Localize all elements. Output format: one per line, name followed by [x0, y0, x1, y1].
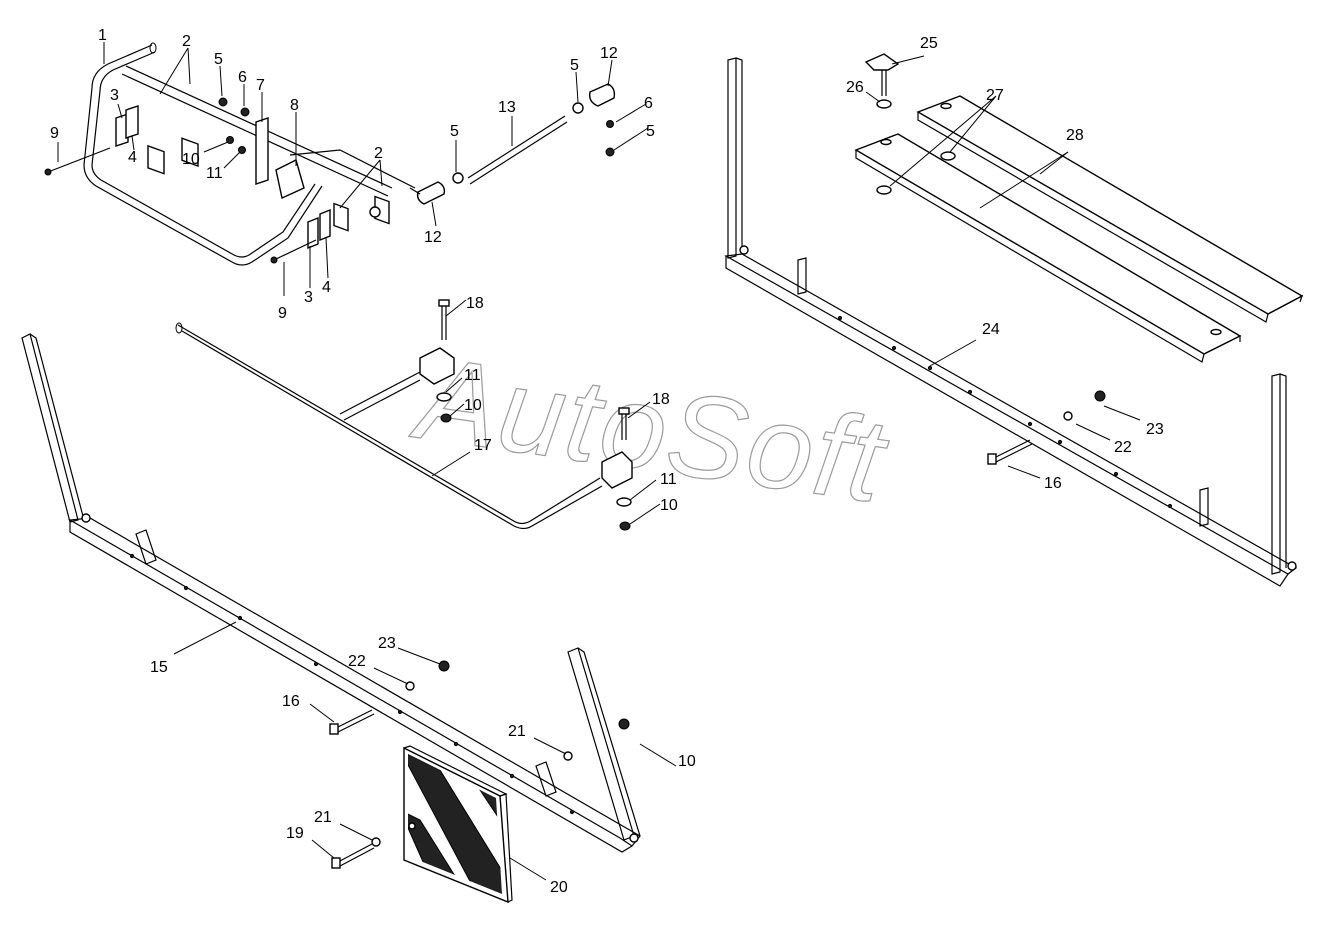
callout-11: 11 — [464, 367, 481, 384]
reflector-plate — [403, 745, 513, 904]
callout-18: 18 — [652, 391, 670, 408]
fasteners-lower — [329, 660, 630, 869]
callout-15: 15 — [150, 659, 168, 676]
callout-5: 5 — [570, 57, 579, 74]
nut-5-mid — [452, 172, 464, 184]
watermark: AutoSoft — [404, 331, 896, 529]
frame-17 — [175, 299, 633, 531]
callout-19: 19 — [286, 825, 304, 842]
callout-22: 22 — [348, 653, 366, 670]
clamp-block-upper — [419, 347, 455, 385]
callout-12: 12 — [424, 229, 442, 246]
callout-18: 18 — [466, 295, 484, 312]
callout-28: 28 — [1066, 127, 1084, 144]
callout-4: 4 — [322, 279, 331, 296]
callout-25: 25 — [920, 35, 938, 52]
callout-1: 1 — [98, 27, 107, 44]
nut-11 — [238, 146, 246, 154]
strap-plate — [255, 117, 269, 185]
callout-26: 26 — [846, 79, 864, 96]
nut-5-far — [605, 147, 615, 157]
callout-22: 22 — [1114, 439, 1132, 456]
callout-13: 13 — [498, 99, 516, 116]
tube-frame-assembly — [44, 42, 416, 266]
callout-10: 10 — [678, 753, 696, 770]
tube-end — [149, 42, 157, 54]
frame-24 — [724, 57, 1298, 587]
callout-27: 27 — [986, 87, 1004, 104]
frame-15 — [21, 333, 641, 853]
callout-10: 10 — [660, 497, 678, 514]
callout-21: 21 — [508, 723, 526, 740]
leader-lines — [57, 42, 1141, 881]
callout-6: 6 — [644, 95, 653, 112]
bolt-18-upper — [441, 304, 447, 340]
mount-plate — [275, 158, 305, 199]
callout-3: 3 — [110, 87, 119, 104]
callout-11: 11 — [660, 471, 677, 488]
callout-9: 9 — [278, 305, 287, 322]
tube-frame — [83, 44, 323, 266]
clamp-block-lower — [601, 451, 633, 489]
wing-bolt — [864, 53, 956, 195]
clamp-lower — [333, 195, 390, 232]
callout-23: 23 — [1146, 421, 1164, 438]
threaded-rod — [467, 115, 568, 185]
callout-20: 20 — [550, 879, 568, 896]
callout-16: 16 — [1044, 475, 1062, 492]
washer-10 — [226, 136, 234, 144]
callout-23: 23 — [378, 635, 396, 652]
callout-5: 5 — [214, 51, 223, 68]
callout-5: 5 — [646, 123, 655, 140]
nut-5-right — [572, 102, 584, 114]
callouts: 1 2 2 3 3 4 4 5 5 5 5 6 6 7 8 9 9 10 10 … — [50, 27, 1164, 896]
callout-6: 6 — [238, 69, 247, 86]
rod-assembly — [409, 83, 616, 205]
callout-10: 10 — [182, 151, 200, 168]
plate-upper — [115, 105, 139, 147]
callout-4: 4 — [128, 149, 137, 166]
bolt-upper — [44, 147, 111, 176]
nut-5-top — [218, 97, 228, 107]
bolt-18-lower — [621, 412, 627, 440]
callout-5: 5 — [450, 123, 459, 140]
watermark-text: AutoSoft — [405, 331, 896, 528]
callout-7: 7 — [256, 77, 265, 94]
callout-10: 10 — [464, 397, 482, 414]
pin-12-lower — [416, 181, 446, 205]
callout-8: 8 — [290, 97, 299, 114]
callout-16: 16 — [282, 693, 300, 710]
callout-2: 2 — [182, 33, 191, 50]
callout-11: 11 — [206, 165, 223, 182]
washer-6-top — [240, 107, 250, 117]
bolt-lower — [270, 239, 317, 264]
pin-12-upper — [588, 83, 616, 107]
fasteners-right — [987, 390, 1106, 465]
callout-12: 12 — [600, 45, 618, 62]
boards — [854, 95, 1304, 363]
clamp-upper — [147, 137, 199, 175]
callout-21: 21 — [314, 809, 332, 826]
callout-9: 9 — [50, 125, 59, 142]
washer-6-right — [606, 120, 614, 128]
callout-17: 17 — [474, 437, 492, 454]
callout-24: 24 — [982, 321, 1000, 338]
callout-3: 3 — [304, 289, 313, 306]
bracket-flange — [289, 149, 416, 189]
callout-2: 2 — [374, 145, 383, 162]
